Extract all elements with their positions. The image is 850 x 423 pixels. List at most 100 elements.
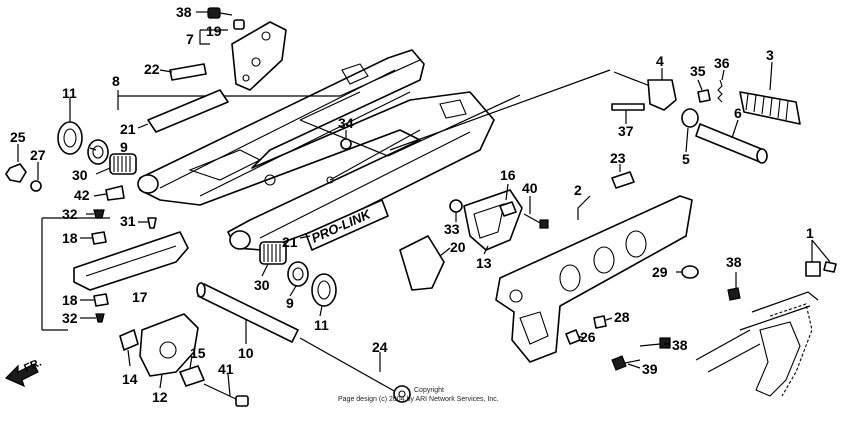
swingarm — [137, 49, 495, 251]
label-19: 19 — [206, 23, 222, 39]
screw-31 — [147, 217, 157, 229]
label-39: 39 — [642, 361, 658, 377]
label-33: 33 — [444, 221, 460, 237]
pin-15 — [179, 365, 205, 387]
spring-36 — [717, 79, 723, 103]
label-40: 40 — [522, 180, 538, 196]
label-6: 6 — [734, 105, 742, 121]
bolt-40 — [523, 213, 549, 229]
label-15: 15 — [190, 345, 206, 361]
leader-lines — [17, 11, 831, 397]
box-lines-top — [118, 59, 421, 97]
chain-guide-13 — [463, 189, 523, 251]
label-38-top: 38 — [176, 4, 192, 20]
part-labels: 38 19 7 22 8 11 21 9 25 27 30 42 32 31 1… — [10, 4, 814, 405]
bolt-41 — [203, 383, 249, 407]
label-42: 42 — [74, 187, 90, 203]
label-29: 29 — [652, 264, 668, 280]
bolt-16 — [499, 201, 517, 217]
label-20: 20 — [450, 239, 466, 255]
grommet-29 — [681, 265, 699, 279]
label-3: 3 — [766, 47, 774, 63]
label-35: 35 — [690, 63, 706, 79]
label-37: 37 — [618, 123, 634, 139]
needle-bearing-30-right — [259, 241, 287, 265]
label-18-upper: 18 — [62, 230, 78, 246]
bolt-38-top — [207, 7, 233, 19]
label-31: 31 — [120, 213, 136, 229]
bolt-38-lower — [639, 337, 671, 349]
clip-42 — [105, 185, 125, 201]
label-8: 8 — [112, 73, 120, 89]
label-18-lower: 18 — [62, 292, 78, 308]
cap-14 — [119, 329, 139, 351]
pin-37 — [611, 103, 645, 111]
label-12: 12 — [152, 389, 168, 405]
bolt-39 — [611, 355, 641, 371]
label-17: 17 — [132, 289, 148, 305]
label-25: 25 — [10, 129, 26, 145]
footpeg-pin-6 — [695, 123, 768, 164]
label-30-right: 30 — [254, 277, 270, 293]
label-32-upper: 32 — [62, 206, 78, 222]
label-28: 28 — [614, 309, 630, 325]
label-24: 24 — [372, 339, 388, 355]
label-27: 27 — [30, 147, 46, 163]
decal-23 — [611, 171, 635, 189]
label-26: 26 — [580, 329, 596, 345]
decal-upper — [147, 89, 229, 133]
footpeg-bracket-4 — [613, 71, 677, 111]
label-13: 13 — [476, 255, 492, 271]
nut-34 — [340, 138, 352, 150]
label-9-right: 9 — [286, 295, 294, 311]
axle-bolt-24 — [299, 337, 411, 403]
bolt-28 — [593, 315, 607, 329]
chain-guide-plate — [231, 21, 287, 91]
bracket-20 — [399, 235, 445, 291]
chain-slider-17 — [73, 231, 189, 291]
footpeg-rubber-3 — [739, 91, 801, 125]
label-22: 22 — [144, 61, 160, 77]
screw-32-upper — [93, 209, 105, 219]
front-arrow: FR. — [4, 357, 43, 388]
label-2: 2 — [574, 182, 582, 198]
nut-18-upper — [91, 231, 107, 245]
washer-27 — [30, 180, 42, 192]
box-lines-right — [389, 69, 611, 151]
label-11-left: 11 — [62, 85, 77, 101]
copyright-line-2: Page design (c) 2004 by ARI Network Serv… — [338, 396, 499, 403]
label-36: 36 — [714, 55, 730, 71]
label-30-left: 30 — [72, 167, 88, 183]
decal-22 — [169, 63, 207, 81]
bolt-38-right — [727, 287, 741, 301]
nut-19 — [233, 19, 245, 30]
label-38-lower: 38 — [672, 337, 688, 353]
label-5: 5 — [682, 151, 690, 167]
label-1: 1 — [806, 225, 814, 241]
label-10: 10 — [238, 345, 254, 361]
chain-case-2 — [495, 195, 693, 363]
label-38-right: 38 — [726, 254, 742, 270]
box-lines-mid — [299, 91, 521, 157]
pivot-shaft-10 — [196, 282, 299, 343]
drive-chain — [695, 261, 837, 397]
bushing-9-right — [287, 261, 309, 287]
washer-35 — [697, 89, 711, 103]
label-23: 23 — [610, 150, 626, 166]
dust-seal-11-right — [311, 273, 337, 307]
adjuster-block-12 — [139, 313, 199, 377]
washer-5 — [681, 108, 699, 128]
label-14: 14 — [122, 371, 138, 387]
label-16: 16 — [500, 167, 516, 183]
label-32-lower: 32 — [62, 310, 78, 326]
label-9-left: 9 — [120, 139, 128, 155]
collar-33 — [449, 199, 463, 213]
nut-25 — [5, 163, 27, 183]
copyright-line-1: Copyright — [414, 387, 444, 394]
front-arrow-label: FR. — [22, 357, 43, 375]
label-21-lower: 21 — [282, 234, 298, 250]
dust-seal-11-left — [57, 121, 83, 155]
label-21-upper: 21 — [120, 121, 136, 137]
collar-26 — [565, 329, 581, 345]
